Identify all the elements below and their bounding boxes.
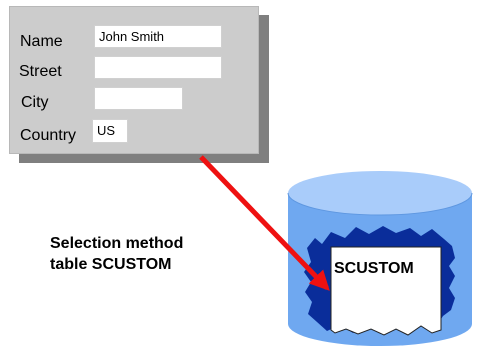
database-cylinder: SCUSTOM [287,171,473,346]
street-field[interactable] [94,56,222,79]
caption-line-2: table SCUSTOM [50,256,172,273]
table-name-label: SCUSTOM [334,260,414,277]
cylinder-top-rim [287,192,473,216]
name-field[interactable]: John Smith [94,25,222,48]
country-field[interactable]: US [92,119,128,143]
street-label: Street [19,63,62,80]
caption-line-1: Selection method [50,235,184,252]
table-sheet [330,246,442,336]
name-label: Name [20,33,63,50]
city-label: City [21,94,49,111]
selection-caption: Selection method table SCUSTOM [50,233,183,275]
cylinder-top [288,171,472,215]
city-field[interactable] [94,87,183,110]
country-label: Country [20,127,77,144]
selection-arrow [199,155,330,291]
